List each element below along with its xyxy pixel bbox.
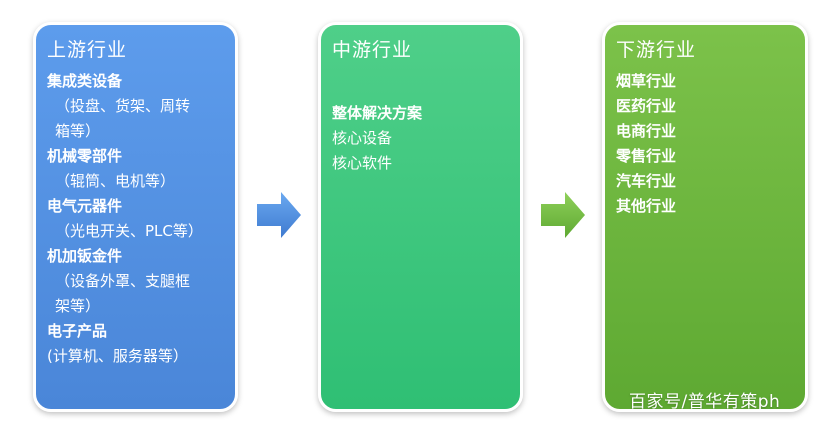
downstream-title: 下游行业 xyxy=(616,39,697,61)
list-item: （辊筒、电机等） xyxy=(55,172,176,190)
upstream-list: 集成类设备 （投盘、货架、周转箱等） 机械零部件 （辊筒、电机等） 电气元器件 （光电开关… xyxy=(47,69,227,369)
list-item: 医药行业 xyxy=(616,97,677,115)
list-item: 电气元器件 xyxy=(47,197,123,215)
list-item: 汽车行业 xyxy=(616,172,677,190)
downstream-box: 下游行业 烟草行业医药行业电商行业零售行业汽车行业其他行业 百家号/普华有策ph xyxy=(602,22,808,412)
list-item: 机加钣金件 xyxy=(47,247,123,265)
list-item: （设备外罩、支腿框 xyxy=(55,272,191,290)
downstream-list: 烟草行业医药行业电商行业零售行业汽车行业其他行业 xyxy=(616,69,797,219)
list-item: （投盘、货架、周转 xyxy=(55,97,191,115)
list-item: 机械零部件 xyxy=(47,147,123,165)
list-item: 核心设备 xyxy=(332,129,393,147)
list-item: (计算机、服务器等） xyxy=(47,347,188,365)
list-item: 核心软件 xyxy=(332,154,393,172)
list-item: （光电开关、PLC等） xyxy=(55,222,203,240)
list-item: 箱等） xyxy=(55,122,101,140)
midstream-box: 中游行业 整体解决方案核心设备核心软件 xyxy=(318,22,523,412)
list-item: 烟草行业 xyxy=(616,72,677,90)
list-item: 电子产品 xyxy=(47,322,108,340)
midstream-title: 中游行业 xyxy=(332,39,413,61)
arrow-right-icon xyxy=(541,192,585,238)
midstream-list: 整体解决方案核心设备核心软件 xyxy=(332,101,512,176)
upstream-box: 上游行业 集成类设备 （投盘、货架、周转箱等） 机械零部件 （辊筒、电机等） 电气元器件… xyxy=(33,22,238,412)
list-item: 电商行业 xyxy=(616,122,677,140)
list-item: 其他行业 xyxy=(616,197,677,215)
list-item: 集成类设备 xyxy=(47,72,123,90)
list-item: 架等） xyxy=(55,297,101,315)
list-item: 零售行业 xyxy=(616,147,677,165)
watermark: 百家号/普华有策ph xyxy=(629,392,781,412)
arrow-right-icon xyxy=(257,192,301,238)
list-item: 整体解决方案 xyxy=(332,104,423,122)
upstream-title: 上游行业 xyxy=(47,39,128,61)
